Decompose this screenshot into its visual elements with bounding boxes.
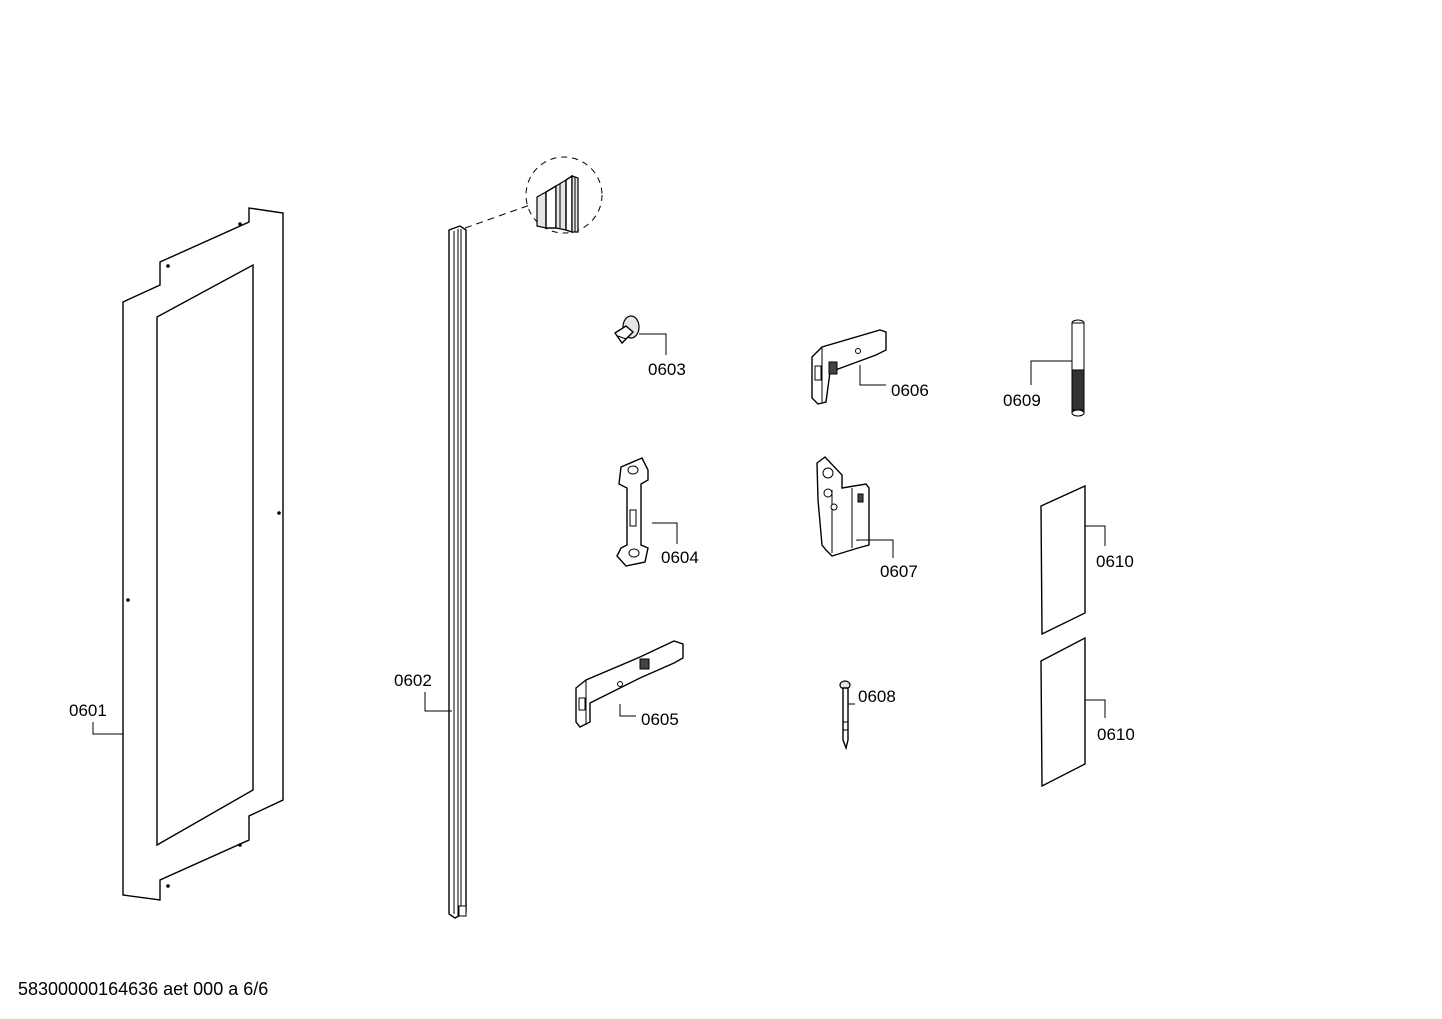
part-0610-sheet-lower: 0610 <box>1040 636 1135 788</box>
gasket-profile-detail <box>536 174 579 233</box>
part-0608-pin: 0608 <box>839 680 896 751</box>
callout-0602: 0602 <box>394 671 432 690</box>
callout-0603: 0603 <box>648 360 686 379</box>
part-0610-sheet-upper: 0610 <box>1040 484 1134 636</box>
part-0602-gasket-strip: 0602 <box>394 156 603 919</box>
drawing-reference-footer: 58300000164636 aet 000 a 6/6 <box>18 979 269 999</box>
callout-0605: 0605 <box>641 710 679 729</box>
callout-0607: 0607 <box>880 562 918 581</box>
callout-0609: 0609 <box>1003 391 1041 410</box>
part-0606-hinge-plate: 0606 <box>811 329 929 405</box>
part-0609-rod: 0609 <box>1003 319 1085 417</box>
callout-0610-lower: 0610 <box>1097 725 1135 744</box>
callout-0601: 0601 <box>69 701 107 720</box>
part-0607-hinge-body: 0607 <box>816 456 918 581</box>
part-0604-bracket: 0604 <box>616 457 699 567</box>
callout-0610-upper: 0610 <box>1096 552 1134 571</box>
part-0603-clip: 0603 <box>614 315 686 379</box>
callout-0606: 0606 <box>891 381 929 400</box>
callout-0608: 0608 <box>858 687 896 706</box>
part-0605-hinge-plate: 0605 <box>575 640 684 729</box>
part-0601-door-panel: 0601 <box>69 207 284 901</box>
callout-0604: 0604 <box>661 548 699 567</box>
